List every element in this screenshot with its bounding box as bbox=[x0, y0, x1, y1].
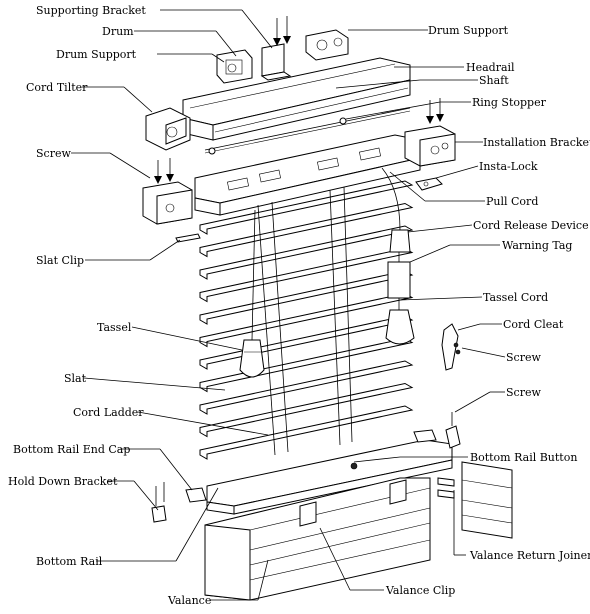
drum-support-right-part bbox=[305, 29, 349, 61]
pull-cord-part bbox=[381, 167, 415, 345]
label-cord-cleat: Cord Cleat bbox=[503, 318, 564, 331]
installation-bracket-left-part bbox=[142, 158, 193, 225]
label-cord-tilter: Cord Tilter bbox=[26, 81, 88, 94]
valance-return-part bbox=[437, 461, 513, 539]
label-drum: Drum bbox=[102, 25, 134, 38]
tassel-part bbox=[239, 209, 265, 378]
label-bottom-rail: Bottom Rail bbox=[36, 555, 103, 568]
label-headrail: Headrail bbox=[466, 61, 515, 74]
label-bottom-rail-end-cap: Bottom Rail End Cap bbox=[13, 443, 130, 456]
leader-lines bbox=[71, 9, 506, 601]
label-valance-return-joinery: Valance Return Joinery bbox=[469, 549, 590, 562]
label-valance: Valance bbox=[167, 594, 211, 607]
label-valance-clip: Valance Clip bbox=[385, 584, 455, 597]
right-hold-bracket-part bbox=[413, 412, 461, 449]
label-slat: Slat bbox=[64, 372, 87, 385]
end-cap-part bbox=[185, 487, 207, 503]
slat bbox=[199, 225, 414, 280]
label-screw-cleat: Screw bbox=[506, 351, 541, 364]
label-bottom-rail-button: Bottom Rail Button bbox=[470, 451, 577, 464]
label-installation-bracket: Installation Bracket bbox=[483, 136, 590, 149]
label-drum-support-right: Drum Support bbox=[428, 24, 509, 37]
label-shaft: Shaft bbox=[479, 74, 509, 87]
label-tassel: Tassel bbox=[97, 321, 132, 334]
label-pull-cord: Pull Cord bbox=[486, 195, 538, 208]
label-supporting-bracket: Supporting Bracket bbox=[36, 4, 146, 17]
shaft bbox=[204, 107, 411, 155]
label-cord-ladder: Cord Ladder bbox=[73, 406, 144, 419]
slat bbox=[199, 360, 414, 415]
label-tassel-cord: Tassel Cord bbox=[483, 291, 548, 304]
cord-cleat-part bbox=[441, 323, 461, 371]
label-cord-release-device: Cord Release Device bbox=[473, 219, 589, 232]
cord-ladder-part bbox=[257, 186, 353, 456]
slat bbox=[199, 405, 414, 460]
label-ring-stopper: Ring Stopper bbox=[472, 96, 547, 109]
label-group: Supporting Bracket Drum Drum Support Dru… bbox=[8, 4, 590, 607]
slat bbox=[199, 382, 414, 438]
label-warning-tag: Warning Tag bbox=[502, 239, 572, 252]
label-drum-support-left: Drum Support bbox=[56, 48, 137, 61]
installation-bracket-right-part bbox=[404, 98, 456, 167]
label-screw-right: Screw bbox=[506, 386, 541, 399]
label-insta-lock: Insta-Lock bbox=[479, 160, 538, 173]
drum-support-left-part bbox=[216, 49, 253, 84]
valance-part bbox=[204, 477, 431, 601]
insta-lock-part bbox=[415, 177, 443, 191]
slat bbox=[199, 202, 414, 258]
hold-down-bracket-part bbox=[151, 482, 167, 523]
supporting-bracket-part bbox=[260, 16, 292, 81]
bottom-rail-part bbox=[206, 439, 453, 515]
slats bbox=[199, 180, 414, 460]
cord-tilter-part bbox=[145, 107, 191, 151]
slat-clip-part bbox=[175, 233, 201, 243]
label-slat-clip: Slat Clip bbox=[36, 254, 84, 267]
slat bbox=[199, 180, 414, 235]
label-screw-top: Screw bbox=[36, 147, 71, 160]
label-hold-down-bracket: Hold Down Bracket bbox=[8, 475, 118, 488]
